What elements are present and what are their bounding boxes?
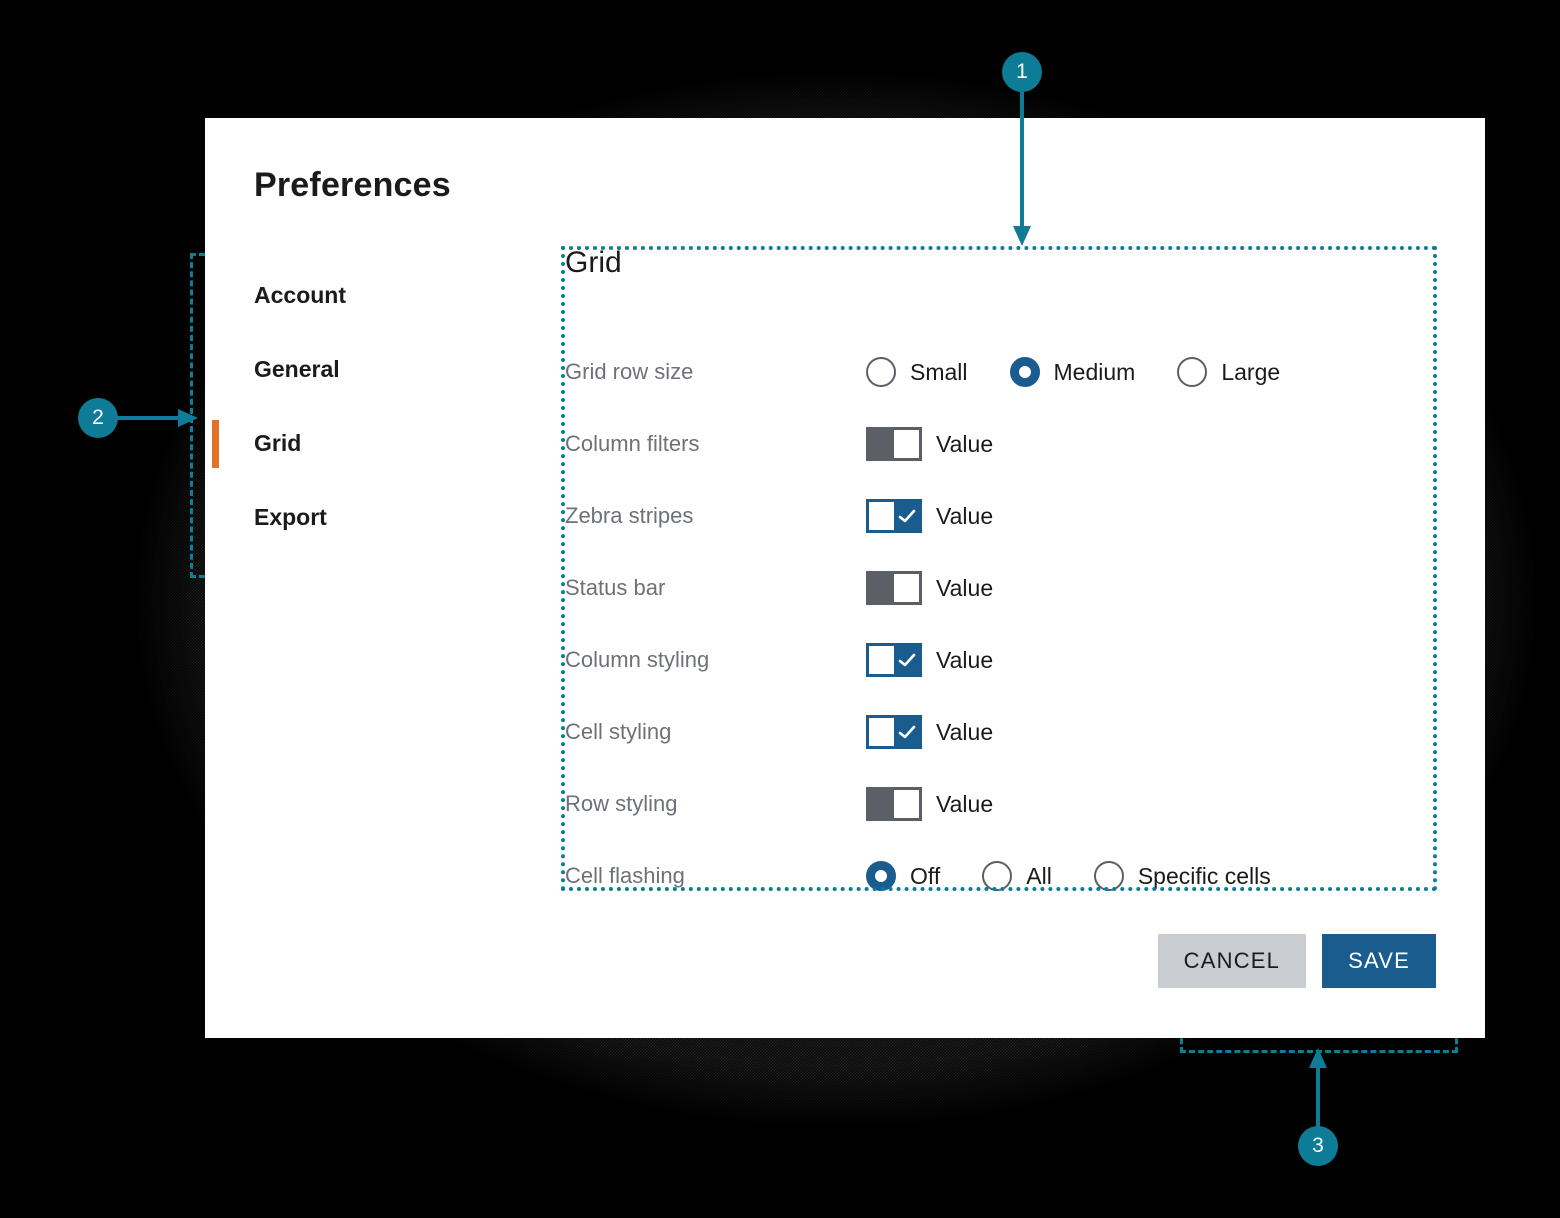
radio-icon-selected (866, 861, 896, 891)
radio-label: Specific cells (1137, 862, 1271, 889)
annotation-box-grid-panel (561, 246, 1437, 891)
annotation-arrow-1 (1013, 80, 1031, 246)
setting-label: Cell flashing (565, 863, 685, 888)
annotation-marker-1[interactable]: 1 (1002, 52, 1042, 92)
sidebar-item-label: Export (254, 503, 327, 530)
toggle-wrapper: Value (866, 571, 993, 605)
radio-label: Small (910, 358, 968, 385)
radio-label: Large (1221, 358, 1281, 385)
toggle-value-label: Value (936, 790, 994, 817)
toggle-status-bar[interactable] (866, 571, 922, 605)
setting-row-status-bar: Status bar Value (561, 552, 1441, 624)
grid-settings-panel: Grid Grid row size Small Medium Large (561, 246, 1441, 912)
setting-row-cell-styling: Cell styling Value (561, 696, 1441, 768)
toggle-wrapper: Value (866, 427, 993, 461)
setting-label: Zebra stripes (565, 503, 694, 528)
toggle-zebra-stripes[interactable] (866, 499, 922, 533)
toggle-row-styling[interactable] (866, 787, 922, 821)
setting-row-column-filters: Column filters Value (561, 408, 1441, 480)
setting-row-zebra-stripes: Zebra stripes Value (561, 480, 1441, 552)
radio-icon-selected (1009, 357, 1040, 387)
toggle-cell-styling[interactable] (866, 715, 922, 749)
radio-icon (866, 357, 896, 387)
sidebar-item-account[interactable]: Account (205, 258, 505, 332)
setting-label: Row styling (565, 791, 678, 816)
preferences-sidebar: Account General Grid Export (205, 258, 505, 554)
toggle-value-label: Value (936, 646, 994, 673)
radio-option-large[interactable]: Large (1177, 357, 1280, 387)
setting-label: Column styling (565, 647, 710, 672)
toggle-wrapper: Value (866, 787, 993, 821)
sidebar-item-grid[interactable]: Grid (205, 406, 505, 480)
sidebar-item-label: Account (254, 281, 346, 308)
toggle-knob-icon (869, 574, 894, 602)
annotation-arrow-2 (112, 409, 198, 427)
page-title: Preferences (254, 166, 451, 204)
radio-option-off[interactable]: Off (866, 861, 940, 891)
annotation-arrow-3 (1309, 1048, 1327, 1130)
setting-row-cell-flashing: Cell flashing Off All Specific cells (561, 840, 1441, 912)
panel-heading: Grid (565, 246, 622, 279)
setting-label: Status bar (565, 575, 666, 600)
save-button[interactable]: SAVE (1322, 934, 1436, 988)
toggle-wrapper: Value (866, 715, 993, 749)
toggle-knob-icon (869, 790, 894, 818)
setting-row-grid-row-size: Grid row size Small Medium Large (561, 336, 1441, 408)
preferences-dialog: Preferences Account General Grid Export … (205, 118, 1485, 1038)
toggle-knob-icon (869, 430, 894, 458)
radio-option-small[interactable]: Small (866, 357, 968, 387)
toggle-value-label: Value (936, 574, 994, 601)
sidebar-item-label: General (254, 355, 340, 382)
toggle-column-styling[interactable] (866, 643, 922, 677)
sidebar-item-general[interactable]: General (205, 332, 505, 406)
setting-row-column-styling: Column styling Value (561, 624, 1441, 696)
annotation-marker-3[interactable]: 3 (1298, 1126, 1338, 1166)
setting-row-row-styling: Row styling Value (561, 768, 1441, 840)
cancel-button[interactable]: CANCEL (1157, 934, 1307, 988)
toggle-knob-check-icon (894, 718, 919, 746)
toggle-knob-check-icon (894, 646, 919, 674)
setting-label: Grid row size (565, 359, 694, 384)
radio-option-all[interactable]: All (982, 861, 1052, 891)
toggle-knob-check-icon (894, 502, 919, 530)
toggle-wrapper: Value (866, 499, 993, 533)
radio-group-grid-row-size: Small Medium Large (866, 357, 1322, 387)
radio-icon (982, 861, 1013, 891)
sidebar-item-export[interactable]: Export (205, 480, 505, 554)
radio-icon (1177, 357, 1208, 387)
toggle-column-filters[interactable] (866, 427, 922, 461)
toggle-value-label: Value (936, 430, 994, 457)
annotation-marker-2[interactable]: 2 (78, 398, 118, 438)
radio-label: All (1026, 862, 1052, 889)
dialog-footer: CANCEL SAVE (1157, 934, 1436, 988)
setting-label: Column filters (565, 431, 700, 456)
sidebar-item-label: Grid (254, 429, 302, 456)
toggle-wrapper: Value (866, 643, 993, 677)
radio-label: Off (910, 862, 941, 889)
toggle-value-label: Value (936, 502, 994, 529)
setting-label: Cell styling (565, 719, 672, 744)
radio-label: Medium (1053, 358, 1136, 385)
toggle-value-label: Value (936, 718, 994, 745)
radio-option-medium[interactable]: Medium (1009, 357, 1136, 387)
